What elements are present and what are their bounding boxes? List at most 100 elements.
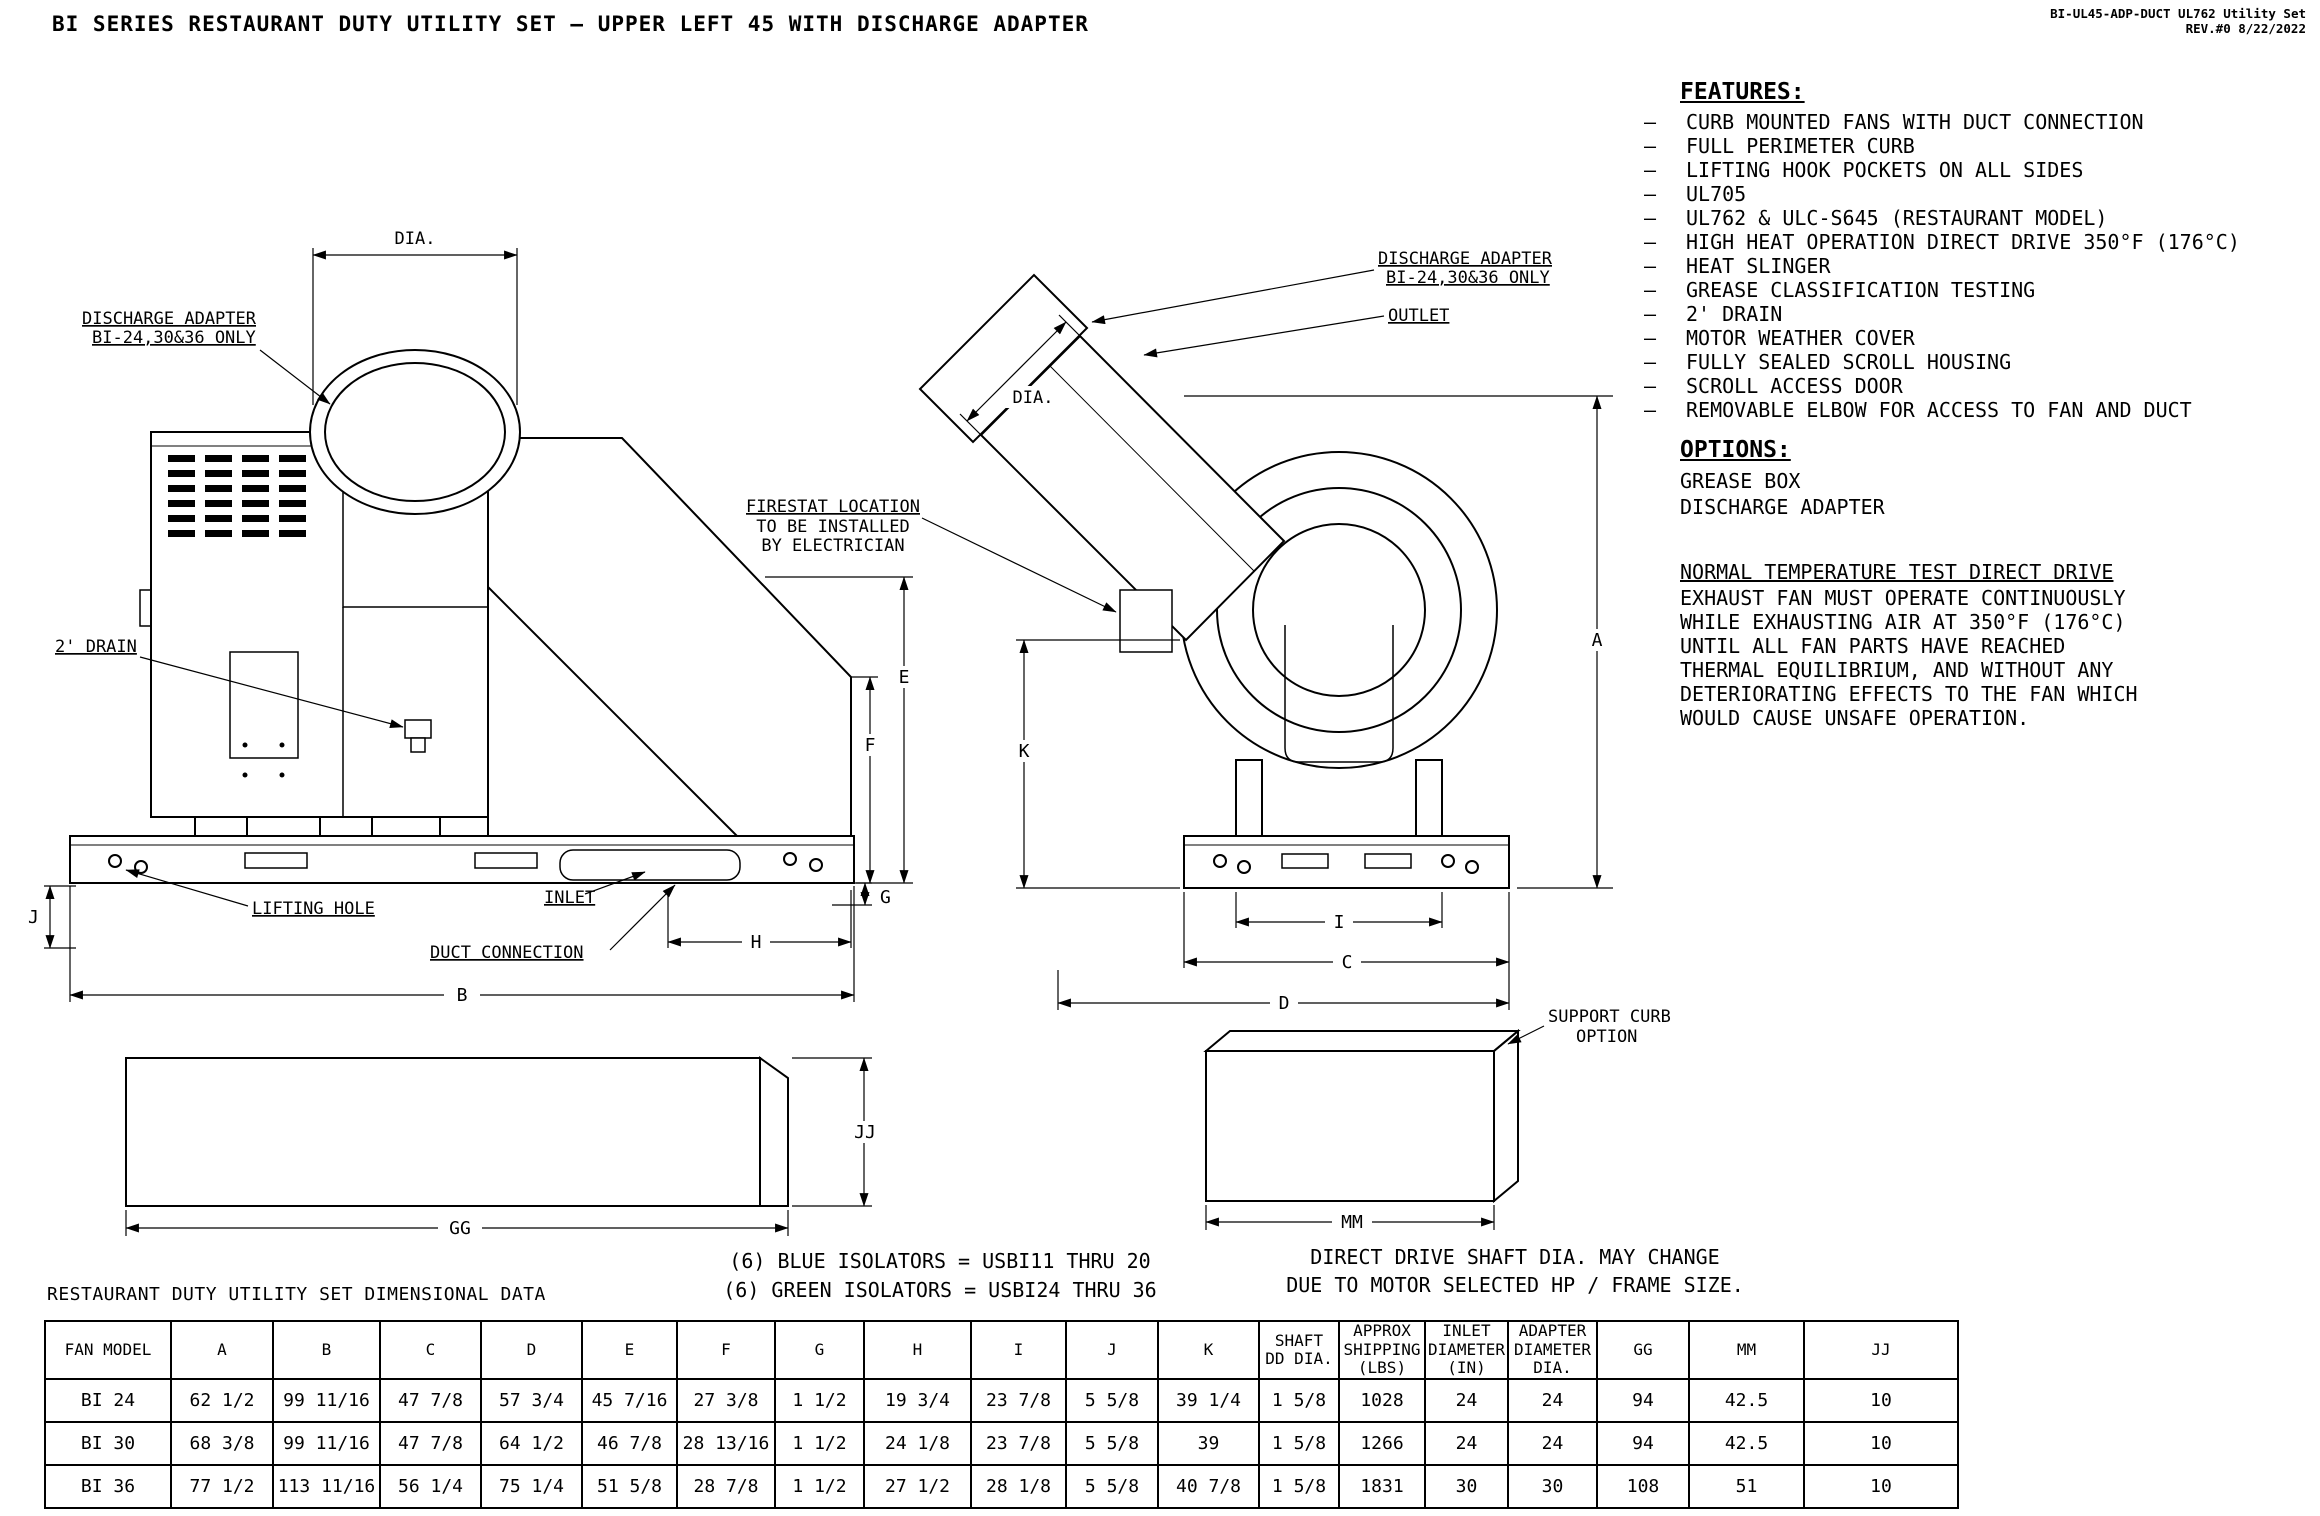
feature-item: –GREASE CLASSIFICATION TESTING <box>1638 278 2320 302</box>
table-row: BI 24 62 1/2 99 11/16 47 7/8 57 3/4 45 7… <box>44 1378 1959 1423</box>
feature-text: REMOVABLE ELBOW FOR ACCESS TO FAN AND DU… <box>1686 398 2192 422</box>
bullet-dash: – <box>1644 302 1657 326</box>
table-title: RESTAURANT DUTY UTILITY SET DIMENSIONAL … <box>47 1284 546 1305</box>
cell: 42.5 <box>1688 1421 1805 1466</box>
col-header: SHAFT DD DIA. <box>1258 1320 1340 1380</box>
shaft-note: DIRECT DRIVE SHAFT DIA. MAY CHANGE DUE T… <box>1250 1243 1780 1299</box>
feature-text: HIGH HEAT OPERATION DIRECT DRIVE 350°F (… <box>1686 230 2240 254</box>
cell: 1028 <box>1338 1378 1426 1423</box>
cell: 10 <box>1803 1378 1959 1423</box>
cell: 51 <box>1688 1464 1805 1509</box>
cell: BI 30 <box>44 1421 172 1466</box>
discharge-adapter-label-line1: DISCHARGE ADAPTER <box>82 309 257 329</box>
bullet-dash: – <box>1644 254 1657 278</box>
option-item: GREASE BOX <box>1680 469 1801 493</box>
col-header: FAN MODEL <box>44 1320 172 1380</box>
discharge-adapter-label-line2: BI-24,30&36 ONLY <box>92 328 256 348</box>
duct-connection <box>559 849 741 881</box>
page-title: BI SERIES RESTAURANT DUTY UTILITY SET – … <box>52 12 1089 36</box>
firestat-box <box>1119 589 1173 653</box>
col-header: E <box>581 1320 678 1380</box>
dim-f: F <box>865 735 876 756</box>
cell: 47 7/8 <box>379 1378 482 1423</box>
discharge-adapter-label-line2: BI-24,30&36 ONLY <box>1386 268 1550 288</box>
bullet-dash: – <box>1644 134 1657 158</box>
cell: 28 13/16 <box>676 1421 776 1466</box>
cell: 40 7/8 <box>1157 1464 1260 1509</box>
lifting-hole <box>108 854 122 868</box>
drain-fitting <box>404 719 432 753</box>
support-curb-label-line2: OPTION <box>1576 1027 1637 1047</box>
bullet-dash: – <box>1644 230 1657 254</box>
cell: 99 11/16 <box>272 1378 381 1423</box>
feature-item: –FULLY SEALED SCROLL HOUSING <box>1638 350 2320 374</box>
option-item: DISCHARGE ADAPTER <box>1680 495 1885 519</box>
dim-j: J <box>28 907 39 928</box>
curb-side-view <box>125 1056 789 1207</box>
cell: 24 <box>1507 1378 1598 1423</box>
temp-test-heading: NORMAL TEMPERATURE TEST DIRECT DRIVE <box>1680 560 2114 584</box>
col-header: GG <box>1596 1320 1690 1380</box>
duct-connection-label: DUCT CONNECTION <box>430 943 584 963</box>
dim-mm: MM <box>1341 1212 1363 1233</box>
feature-text: SCROLL ACCESS DOOR <box>1686 374 1903 398</box>
feature-item: –MOTOR WEATHER COVER <box>1638 326 2320 350</box>
cell: 56 1/4 <box>379 1464 482 1509</box>
bullet-dash: – <box>1644 278 1657 302</box>
feature-item: –FULL PERIMETER CURB <box>1638 134 2320 158</box>
col-header: K <box>1157 1320 1260 1380</box>
cell: 1 5/8 <box>1258 1378 1340 1423</box>
cell: 68 3/8 <box>170 1421 274 1466</box>
cell: 94 <box>1596 1421 1690 1466</box>
feature-item: – UL762 & ULC-S645 (RESTAURANT MODEL) <box>1638 206 2320 230</box>
left-view <box>69 349 855 884</box>
doc-revision: REV.#0 8/22/2022 <box>2185 21 2306 36</box>
support-curb-labels: SUPPORT CURB OPTION MM <box>1332 1007 1671 1233</box>
col-header: A <box>170 1320 274 1380</box>
dimensional-data-table: FAN MODEL A B C D E F G H I J K SHAFT DD… <box>44 1320 1959 1509</box>
dim-jj: JJ <box>854 1122 876 1143</box>
cell: 5 5/8 <box>1065 1421 1159 1466</box>
cell: 19 3/4 <box>863 1378 972 1423</box>
col-header: G <box>774 1320 865 1380</box>
cell: 51 5/8 <box>581 1464 678 1509</box>
cell: 99 11/16 <box>272 1421 381 1466</box>
cell: 1 5/8 <box>1258 1421 1340 1466</box>
dim-d: D <box>1279 993 1290 1014</box>
firestat-label-line2: TO BE INSTALLED <box>756 517 910 537</box>
cell: 113 11/16 <box>272 1464 381 1509</box>
right-view <box>918 273 1510 889</box>
bullet-dash: – <box>1644 206 1657 230</box>
firestat-label-line3: BY ELECTRICIAN <box>761 536 904 556</box>
handle <box>139 589 152 627</box>
feature-text: FULLY SEALED SCROLL HOUSING <box>1686 350 2012 374</box>
cell: 24 <box>1424 1378 1509 1423</box>
notes-panel: FEATURES: –CURB MOUNTED FANS WITH DUCT C… <box>1638 80 2320 730</box>
feature-text: LIFTING HOOK POCKETS ON ALL SIDES <box>1686 158 2084 182</box>
cell: 1 5/8 <box>1258 1464 1340 1509</box>
cell: 39 1/4 <box>1157 1378 1260 1423</box>
table-header-row: FAN MODEL A B C D E F G H I J K SHAFT DD… <box>44 1320 1959 1380</box>
firestat-label-line1: FIRESTAT LOCATION <box>746 497 920 517</box>
base-plate <box>1183 835 1510 889</box>
isolator-note-blue: (6) BLUE ISOLATORS = USBI11 THRU 20 <box>729 1249 1151 1273</box>
cell: 77 1/2 <box>170 1464 274 1509</box>
bullet-dash: – <box>1644 158 1657 182</box>
cell: 23 7/8 <box>970 1421 1067 1466</box>
isolator-notes: (6) BLUE ISOLATORS = USBI11 THRU 20 (6) … <box>640 1247 1240 1305</box>
shaft-note-line2: DUE TO MOTOR SELECTED HP / FRAME SIZE. <box>1286 1273 1744 1297</box>
temp-test-body: EXHAUST FAN MUST OPERATE CONTINUOUSLY WH… <box>1680 586 2138 730</box>
cell: 28 7/8 <box>676 1464 776 1509</box>
col-header: ADAPTER DIAMETER DIA. <box>1507 1320 1598 1380</box>
feature-text: CURB MOUNTED FANS WITH DUCT CONNECTION <box>1686 110 2144 134</box>
cell: 1831 <box>1338 1464 1426 1509</box>
col-header: B <box>272 1320 381 1380</box>
cell: 24 <box>1424 1421 1509 1466</box>
cell: 5 5/8 <box>1065 1378 1159 1423</box>
cell: 1 1/2 <box>774 1464 865 1509</box>
cell: 24 1/8 <box>863 1421 972 1466</box>
dim-k: K <box>1019 741 1030 762</box>
feature-text: UL762 & ULC-S645 (RESTAURANT MODEL) <box>1686 206 2108 230</box>
col-header: H <box>863 1320 972 1380</box>
cell: BI 24 <box>44 1378 172 1423</box>
